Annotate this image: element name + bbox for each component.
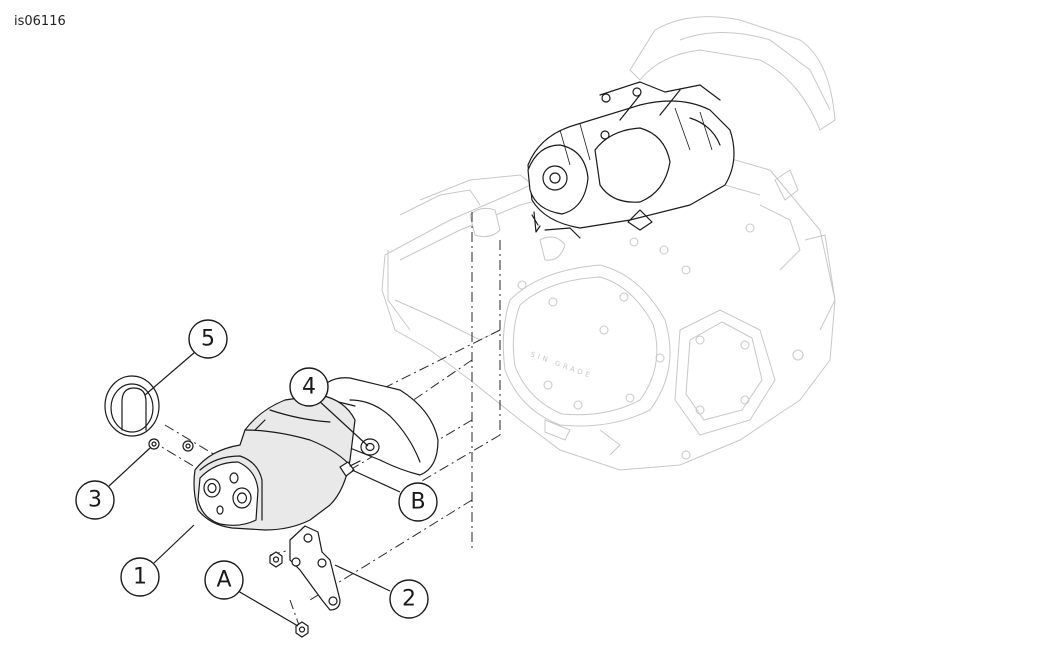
- part-2-bracket: [289, 525, 341, 611]
- callout-4-label: 4: [302, 375, 316, 400]
- callout-leaders: [108, 351, 401, 627]
- callout-b-label: B: [410, 490, 425, 515]
- part-1-heat-shield: [193, 394, 356, 531]
- callout-a: A: [204, 560, 244, 600]
- part-3-nuts: [148, 438, 194, 452]
- callout-3-label: 3: [88, 488, 102, 513]
- part-a-nuts: [269, 551, 309, 638]
- callout-3: 3: [75, 480, 115, 520]
- part-b-bolt: [339, 460, 361, 477]
- callout-a-label: A: [216, 568, 231, 593]
- callout-5: 5: [188, 319, 228, 359]
- figure-id-label: is06116: [14, 14, 66, 29]
- callout-1: 1: [120, 557, 160, 597]
- callout-2-label: 2: [402, 587, 416, 612]
- callout-1-label: 1: [133, 565, 147, 590]
- callout-2: 2: [389, 579, 429, 619]
- callout-4: 4: [289, 367, 329, 407]
- part-4-rear-shield: [318, 377, 439, 476]
- part-5-cap: [104, 375, 160, 437]
- callout-5-label: 5: [201, 327, 215, 352]
- starter-motor: [527, 81, 735, 239]
- callout-b: B: [398, 482, 438, 522]
- engine-ghost-outline: SIN GRADE: [381, 16, 836, 471]
